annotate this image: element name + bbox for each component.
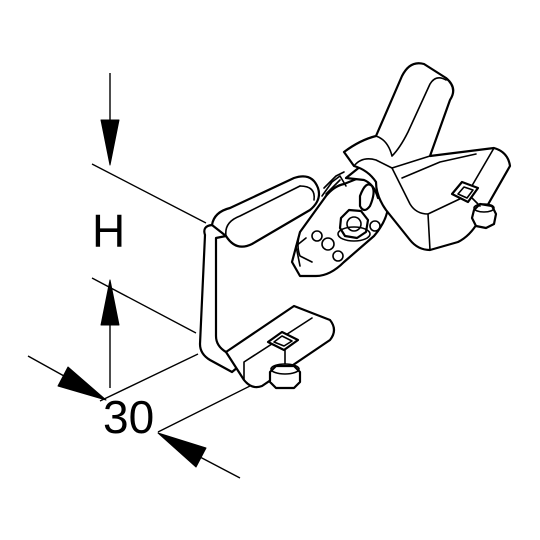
hinge-bolt-washer [337,226,371,242]
bracket-bottom-flange-edge [243,317,313,381]
plate-hole-3 [332,250,344,262]
height-extension-line-top [91,163,207,224]
upper-right-clamp-roll [375,76,447,157]
upper-right-clamp-inner [401,153,477,179]
bracket-part [198,62,512,390]
height-label: H [92,205,125,257]
clamp-square-hole [450,180,480,204]
height-arrow-top [100,119,120,166]
hinge-bolt-center [346,216,362,232]
plate-hole-4 [369,220,381,232]
plate-hole-2 [321,237,335,251]
foot-square-hole-inner [273,335,293,347]
upper-left-roller-edge [224,185,301,237]
plate-wing [321,175,347,197]
upper-right-clamp-fold [353,155,431,169]
foot-bolt-head [268,364,302,390]
width-arrow-right [157,432,207,468]
upper-left-roller-end [299,185,316,201]
upper-right-clamp-bottom [427,213,431,251]
height-arrow-bottom [100,279,120,326]
plate-side-tab [295,237,307,267]
hinge-bolt-head [338,208,370,240]
plate-hole-1 [311,230,323,242]
height-dimension: H [91,73,207,388]
foot-square-hole [266,330,300,352]
clamp-bolt-washer [473,203,495,213]
hinge-lower-link [297,231,313,263]
clamp-bolt-shank [471,197,481,207]
width-dimension: 30 [27,353,263,479]
width-arrow-left [57,366,107,401]
width-leader-right [199,456,241,479]
width-extension-line-right [157,379,263,433]
clamp-square-hole-inner [457,186,474,199]
slotted-hole [358,183,375,212]
bracket-vertical-web [198,223,246,374]
width-leader-left [27,355,65,377]
width-extension-line-left [99,353,199,402]
upper-left-roller [210,175,321,248]
clamp-bolt-head [470,202,498,230]
hinge-spring [323,171,345,195]
width-label: 30 [103,391,154,443]
